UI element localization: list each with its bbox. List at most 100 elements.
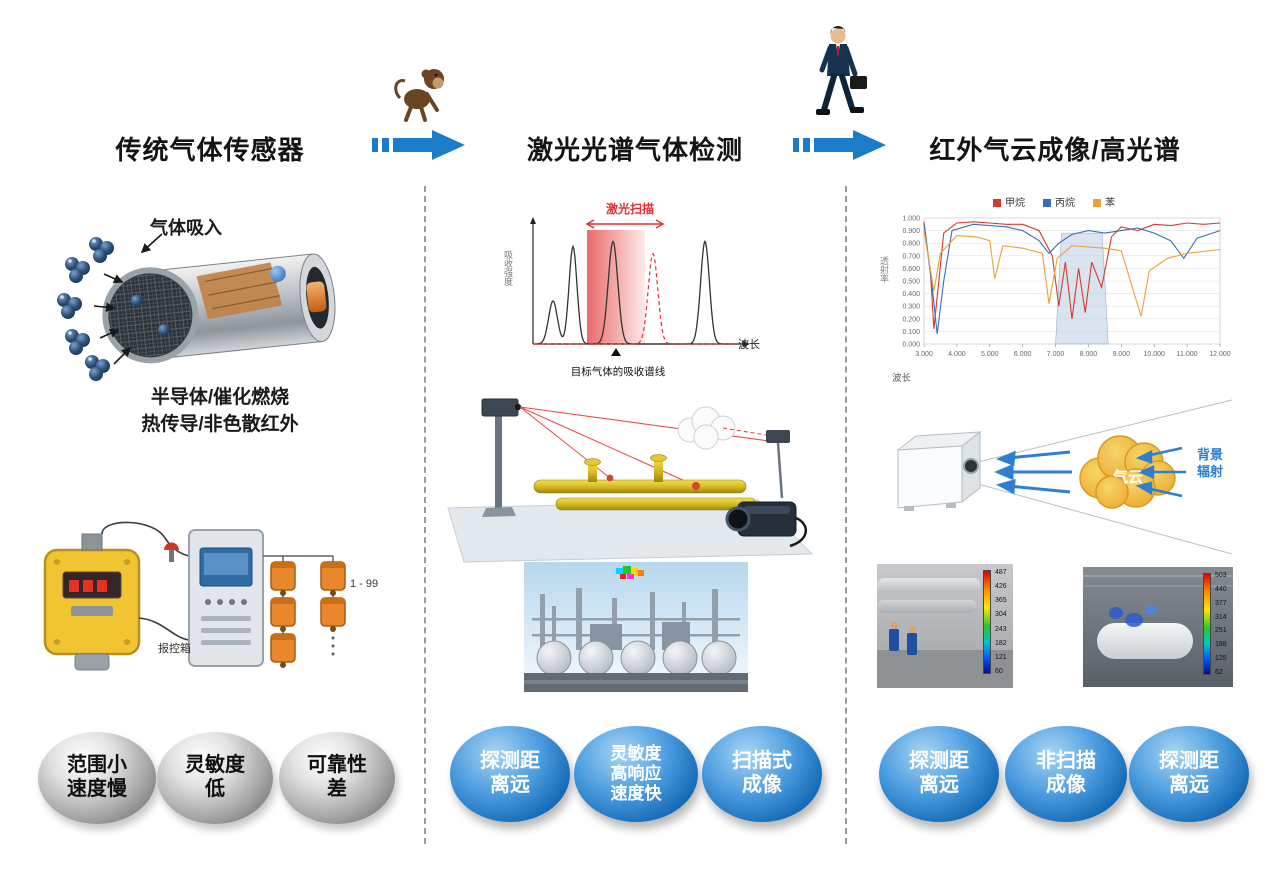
spectrum-plot	[530, 217, 750, 356]
gas-sensor-illustration	[57, 233, 336, 381]
transmission-ylabel: 透射率	[879, 256, 889, 283]
laser-scan-label: 激光扫描	[605, 202, 654, 216]
colorbar	[983, 570, 991, 674]
svg-text:5.000: 5.000	[981, 351, 999, 358]
advantage-bubble-distance: 探测距 离远	[450, 726, 570, 822]
svg-text:6.000: 6.000	[1014, 351, 1032, 358]
wiring-diagram-illustration	[43, 521, 346, 671]
limitation-bubble-range: 范围小 速度慢	[38, 732, 156, 824]
svg-text:8.000: 8.000	[1080, 351, 1098, 358]
control-cabinet	[188, 529, 264, 667]
advantage-bubble-scanning: 扫描式 成像	[702, 726, 822, 822]
spectrum-xlabel: 波长	[738, 339, 760, 351]
limitation-bubble-reliability: 可靠性 差	[279, 732, 395, 824]
column-separator-1	[424, 186, 426, 844]
advantage-bubble-distance-3: 探测距 离远	[1129, 726, 1249, 822]
gas-molecules	[57, 237, 114, 381]
sensor-cylinder	[102, 253, 336, 364]
chart-legend: 甲烷 丙烷 苯	[876, 194, 1232, 209]
legend-item-propane: 丙烷	[1043, 194, 1075, 209]
column-title-traditional-sensor: 传统气体传感器	[115, 135, 305, 165]
svg-text:0.100: 0.100	[902, 329, 920, 336]
legend-item-benzene: 苯	[1093, 194, 1115, 209]
sensor-principles-label: 半导体/催化燃烧 热传导/非色散红外	[141, 387, 299, 435]
remote-detector	[722, 427, 790, 499]
limitation-bubble-sensitivity: 灵敏度 低	[157, 732, 273, 824]
advantage-bubble-distance-2: 探测距 离远	[879, 726, 999, 822]
svg-text:7.000: 7.000	[1047, 351, 1065, 358]
refinery-photo	[524, 562, 748, 692]
gas-cloud-blob	[1109, 607, 1123, 619]
ceiling-line	[1083, 585, 1233, 587]
legend-item-methane: 甲烷	[993, 194, 1025, 209]
laser-detection-scene	[447, 398, 814, 563]
spectrum-ylabel: 吸收强度	[503, 250, 513, 286]
pipe-shape	[877, 578, 981, 593]
laser-beams	[519, 406, 777, 487]
gas-cloud-label: 气云	[1112, 469, 1143, 486]
spectrum-annotation: 目标气体的吸收谱线	[570, 366, 666, 378]
svg-text:0.600: 0.600	[902, 266, 920, 273]
gas-cloud	[1079, 435, 1176, 509]
pipes	[533, 454, 757, 511]
svg-text:10.000: 10.000	[1144, 351, 1166, 358]
sensor-internal-plate	[196, 262, 283, 320]
radiation-arrows-to-camera	[994, 450, 1072, 495]
transmission-spectrum-chart: 甲烷 丙烷 苯 0.000 0.100 0.200 0.300 0.400 0.500 0.…	[876, 194, 1232, 394]
field-of-view-lines	[977, 399, 1233, 555]
gas-detector-device	[43, 533, 141, 671]
pipe-shape	[877, 600, 977, 613]
absorption-spectrum-chart: 激光扫描 波长 吸收强度 目标气体的吸收谱线	[498, 194, 783, 396]
svg-text:4.000: 4.000	[948, 351, 966, 358]
transmission-xlabel: 波长	[892, 373, 912, 384]
sensor-heating-element	[306, 281, 327, 313]
svg-text:3.000: 3.000	[915, 351, 933, 358]
svg-text:12.000: 12.000	[1209, 351, 1231, 358]
cable-bottom	[138, 617, 190, 641]
advantage-bubble-nonscanning: 非扫描 成像	[1005, 726, 1127, 822]
ir-imaging-camera	[896, 430, 982, 511]
background-radiation-label: 背景 辐射	[1196, 447, 1223, 479]
svg-text:0.000: 0.000	[902, 342, 920, 349]
evolution-arrow-2	[793, 130, 886, 160]
legend-label-benzene: 苯	[1105, 198, 1115, 209]
ceiling-line	[1083, 575, 1233, 577]
svg-text:9.000: 9.000	[1113, 351, 1131, 358]
svg-text:0.500: 0.500	[902, 279, 920, 286]
evolution-arrow-1	[372, 130, 465, 160]
advantage-bubble-sensitivity: 灵敏度 高响应 速度快	[574, 726, 698, 822]
legend-label-propane: 丙烷	[1055, 198, 1075, 209]
background-radiation-arrows	[1135, 446, 1186, 498]
worker-figure	[889, 629, 899, 651]
svg-text:0.900: 0.900	[902, 228, 920, 235]
svg-text:1.000: 1.000	[902, 216, 920, 223]
svg-text:0.400: 0.400	[902, 291, 920, 298]
svg-text:0.700: 0.700	[902, 253, 920, 260]
ground	[877, 650, 1013, 688]
svg-text:0.200: 0.200	[902, 316, 920, 323]
cabinet-label: 报控箱	[158, 643, 191, 655]
worker-figure	[907, 633, 917, 655]
gas-cloud-imaging-scene	[896, 399, 1233, 555]
legend-marker-benzene	[1093, 199, 1101, 208]
worker-head	[909, 626, 916, 633]
molecule-on-body	[269, 265, 286, 282]
detector-range-label: 1 - 99	[350, 578, 379, 590]
remote-detectors	[270, 561, 346, 668]
monkey-icon	[394, 69, 444, 122]
svg-text:0.300: 0.300	[902, 304, 920, 311]
intake-arrows	[93, 233, 163, 365]
column-title-ir-gas-cloud: 红外气云成像/高光谱	[929, 135, 1181, 165]
laser-tower	[481, 398, 522, 517]
legend-label-methane: 甲烷	[1005, 198, 1025, 209]
white-tank	[1097, 623, 1193, 659]
gas-cloud-blob	[1145, 605, 1157, 615]
refinery-structures	[532, 588, 740, 650]
worker-head	[891, 622, 898, 629]
column-title-laser-spectroscopy: 激光光谱气体检测	[526, 135, 743, 165]
leak-gas-cloud	[677, 406, 736, 450]
